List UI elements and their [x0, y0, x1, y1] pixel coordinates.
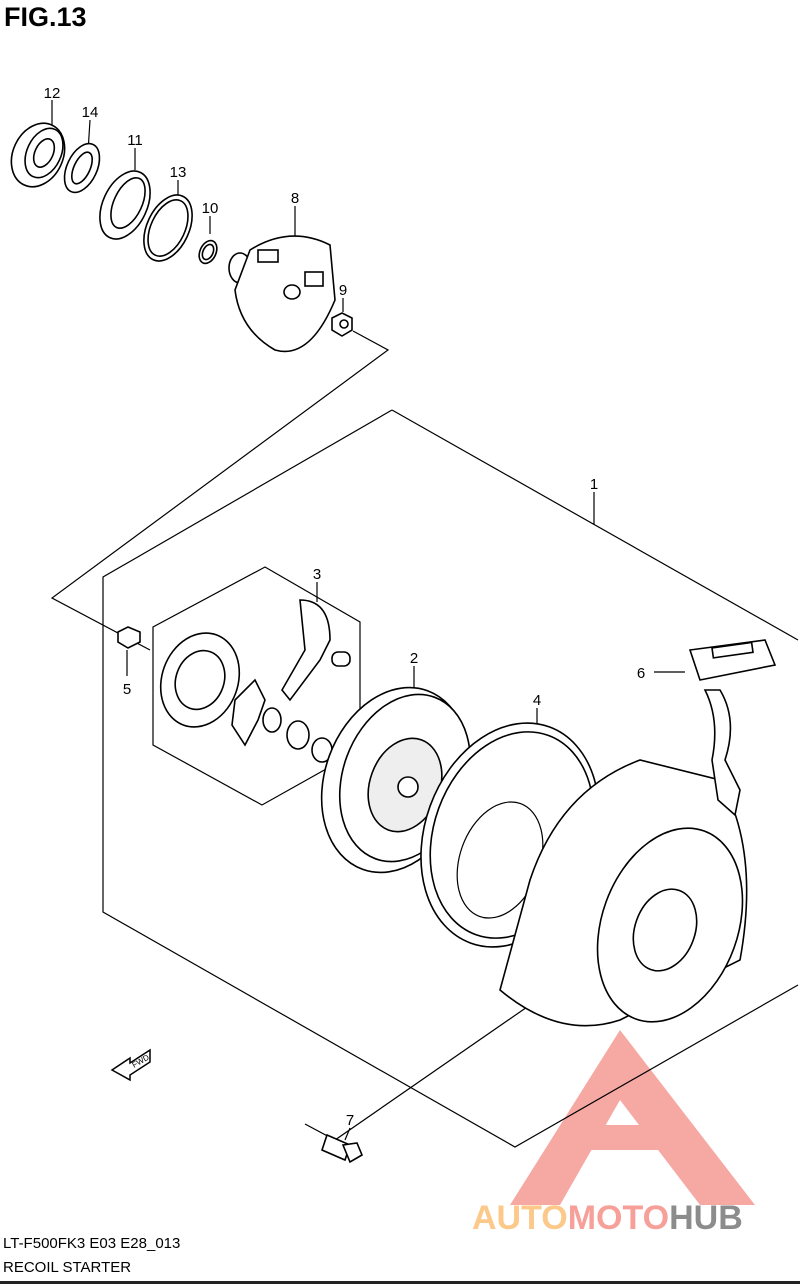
logo-hub: HUB	[669, 1199, 743, 1237]
nut-part-9	[331, 312, 353, 337]
automotohub-watermark-logo: AUTOMOTOHUB	[472, 1199, 743, 1238]
starter-case-part-1	[499, 639, 777, 1027]
diagram-name: RECOIL STARTER	[3, 1259, 132, 1276]
callout-5: 5	[123, 681, 131, 698]
bolt-part-7	[321, 1133, 364, 1164]
callout-11: 11	[127, 132, 143, 149]
drive-cup-part-8	[228, 235, 336, 353]
callout-4: 4	[533, 692, 541, 709]
callout-6: 6	[637, 665, 645, 682]
figure-title: FIG.13	[4, 2, 87, 32]
o-ring-part-10	[198, 239, 218, 265]
callout-14: 14	[82, 104, 99, 121]
bottom-border	[0, 1281, 800, 1284]
callout-1: 1	[590, 476, 598, 493]
bearing-part-12	[10, 122, 66, 188]
callout-12: 12	[44, 85, 61, 102]
callout-3: 3	[313, 566, 321, 583]
seal-part-11	[99, 170, 151, 240]
callout-10: 10	[202, 200, 219, 217]
o-ring-part-13	[143, 194, 193, 262]
callout-7: 7	[346, 1112, 354, 1129]
logo-moto: MOTO	[567, 1199, 670, 1237]
callout-13: 13	[170, 164, 187, 181]
washer-part-5	[117, 626, 141, 649]
callout-8: 8	[291, 190, 299, 207]
watermark-triangle-icon	[510, 1030, 755, 1205]
callout-9: 9	[339, 282, 347, 299]
logo-auto: AUTO	[472, 1199, 568, 1237]
forward-direction-icon: FWD	[110, 1048, 151, 1082]
seal-part-14	[63, 142, 101, 194]
plate	[159, 599, 351, 763]
callout-2: 2	[410, 650, 418, 667]
diagram-code: LT-F500FK3 E03 E28_013	[3, 1235, 181, 1252]
